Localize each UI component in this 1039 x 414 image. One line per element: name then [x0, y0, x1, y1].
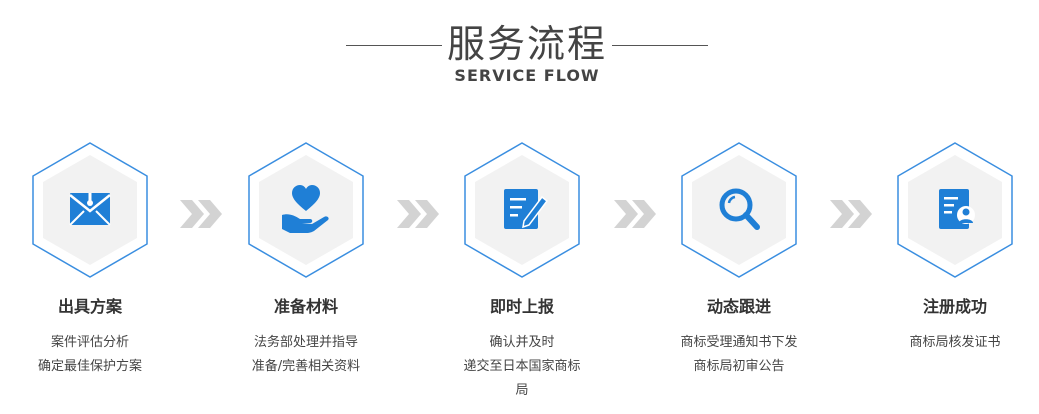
- hexagon-badge: [897, 142, 1013, 278]
- step-description: 法务部处理并指导 准备/完善相关资料: [251, 335, 361, 374]
- title-divider-right: [612, 45, 708, 46]
- heart-hand-icon: [282, 185, 329, 233]
- step-title: 准备材料: [273, 297, 338, 316]
- step-title: 出具方案: [57, 297, 122, 316]
- step-title: 注册成功: [922, 297, 987, 316]
- step-description: 确认并及时 递交至日本国家商标 局: [463, 335, 581, 398]
- double-chevron-right-icon: [180, 200, 222, 228]
- double-chevron-right-icon: [614, 200, 656, 228]
- document-edit-icon: [504, 189, 549, 229]
- hexagon-badge: [681, 142, 797, 278]
- section-subtitle: SERVICE FLOW: [454, 66, 600, 85]
- hexagon-badge: [464, 142, 580, 278]
- section-header: 服务流程 SERVICE FLOW: [0, 0, 1039, 100]
- step-title: 动态跟进: [706, 297, 771, 316]
- step-description: 商标局核发证书: [909, 335, 1001, 350]
- certificate-user-icon: [939, 189, 975, 229]
- hexagon-badge: [32, 142, 148, 278]
- section-title: 服务流程: [446, 22, 607, 66]
- hexagon-badge: [248, 142, 364, 278]
- envelope-icon: [69, 193, 111, 226]
- double-chevron-right-icon: [830, 200, 872, 228]
- step-description: 商标受理通知书下发 商标局初审公告: [680, 335, 798, 374]
- step-title: 即时上报: [489, 297, 554, 316]
- step-description: 案件评估分析 确定最佳保护方案: [37, 335, 142, 374]
- title-divider-left: [346, 45, 442, 46]
- double-chevron-right-icon: [397, 200, 439, 228]
- magnifier-icon: [719, 188, 760, 230]
